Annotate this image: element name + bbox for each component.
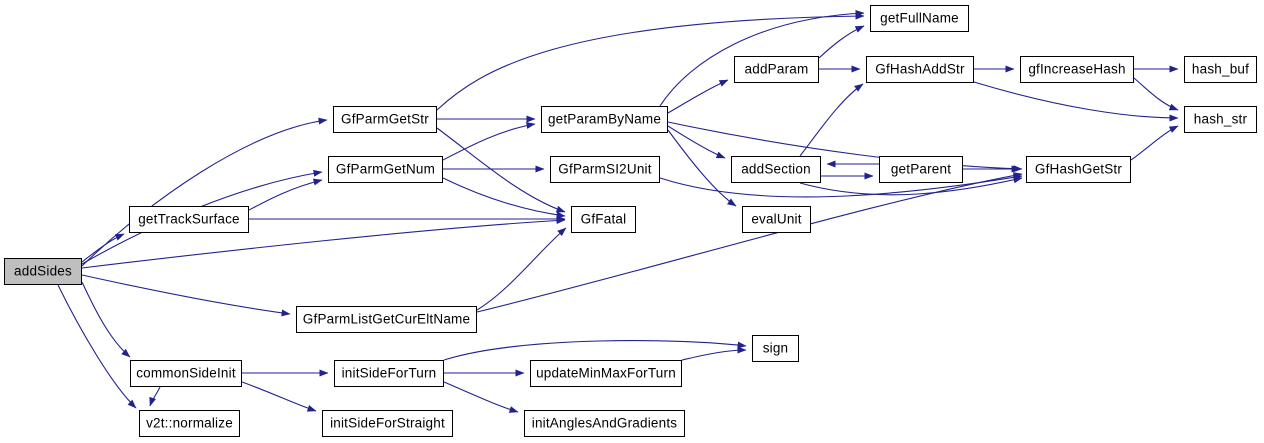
graph-node-label: initSideForTurn <box>341 365 437 381</box>
graph-node-getParent[interactable]: getParent <box>879 156 963 183</box>
call-edge <box>476 172 1023 313</box>
graph-node-label: getFullName <box>880 10 959 26</box>
call-edge <box>667 129 737 207</box>
graph-node-GfParmListGetCurEltName[interactable]: GfParmListGetCurEltName <box>296 306 477 333</box>
graph-node-label: GfHashGetStr <box>1034 161 1123 177</box>
call-edge <box>57 284 137 409</box>
call-edge <box>1130 125 1179 161</box>
call-edge <box>442 121 536 161</box>
graph-node-label: GfParmSI2Unit <box>558 161 652 177</box>
call-edge <box>81 281 131 358</box>
graph-node-v2tnormalize[interactable]: v2t::normalize <box>139 410 240 437</box>
call-edge <box>81 233 125 263</box>
call-edge <box>973 81 1179 122</box>
graph-node-label: GfParmListGetCurEltName <box>302 311 471 327</box>
graph-node-label: evalUnit <box>751 211 802 227</box>
graph-node-hash_buf[interactable]: hash_buf <box>1184 56 1257 83</box>
graph-node-GfParmGetStr[interactable]: GfParmGetStr <box>333 106 437 133</box>
graph-node-addSection[interactable]: addSection <box>731 156 821 183</box>
graph-node-label: getParent <box>890 161 952 177</box>
call-edge <box>248 178 323 211</box>
graph-node-label: GfFatal <box>580 211 627 227</box>
graph-node-label: initAnglesAndGradients <box>531 415 678 431</box>
graph-node-GfParmSI2Unit[interactable]: GfParmSI2Unit <box>550 156 660 183</box>
graph-node-sign[interactable]: sign <box>752 335 799 362</box>
graph-node-label: getParamByName <box>547 111 662 127</box>
graph-node-label: v2t::normalize <box>146 415 233 431</box>
graph-node-evalUnit[interactable]: evalUnit <box>742 206 811 233</box>
call-edge <box>81 274 291 317</box>
graph-node-label: addSection <box>741 161 811 177</box>
graph-node-hash_str[interactable]: hash_str <box>1184 106 1257 133</box>
call-edge <box>442 177 566 219</box>
graph-node-GfFatal[interactable]: GfFatal <box>571 206 636 233</box>
graph-node-label: GfParmGetNum <box>335 161 436 177</box>
graph-node-commonSideInit[interactable]: commonSideInit <box>130 360 242 387</box>
graph-node-label: sign <box>762 340 789 356</box>
graph-node-initAnglesAndGradients[interactable]: initAnglesAndGradients <box>524 410 685 437</box>
graph-node-label: initSideForStraight <box>330 415 445 431</box>
graph-node-initSideForTurn[interactable]: initSideForTurn <box>334 360 444 387</box>
call-edge <box>476 227 567 311</box>
call-edge <box>667 121 1023 173</box>
call-edge <box>667 79 729 114</box>
call-edge <box>436 127 566 213</box>
graph-node-GfParmGetNum[interactable]: GfParmGetNum <box>328 156 443 183</box>
call-edge <box>443 340 747 361</box>
graph-node-addParam[interactable]: addParam <box>734 56 819 83</box>
graph-node-label: GfParmGetStr <box>341 111 429 127</box>
graph-node-getTrackSurface[interactable]: getTrackSurface <box>129 206 249 233</box>
call-edge <box>659 173 1023 198</box>
graph-node-label: commonSideInit <box>136 365 236 381</box>
call-edge <box>241 381 317 412</box>
graph-node-label: addSides <box>14 263 72 279</box>
call-edge <box>818 25 865 59</box>
graph-node-initSideForStraight[interactable]: initSideForStraight <box>322 410 453 437</box>
graph-node-getParamByName[interactable]: getParamByName <box>541 106 668 133</box>
call-edge <box>681 346 747 361</box>
call-edge <box>149 386 161 407</box>
graph-node-GfHashGetStr[interactable]: GfHashGetStr <box>1026 156 1131 183</box>
graph-node-label: hash_buf <box>1191 61 1250 77</box>
graph-node-addSides[interactable]: addSides <box>4 258 82 285</box>
call-edge <box>667 125 726 159</box>
graph-node-label: GfHashAddStr <box>875 61 965 77</box>
call-edge <box>443 381 519 413</box>
graph-node-label: updateMinMaxForTurn <box>536 365 676 381</box>
graph-node-label: addParam <box>744 61 809 77</box>
graph-node-label: gfIncreaseHash <box>1028 61 1126 77</box>
graph-node-gfIncreaseHash[interactable]: gfIncreaseHash <box>1020 56 1134 83</box>
graph-node-updateMinMaxForTurn[interactable]: updateMinMaxForTurn <box>530 360 682 387</box>
call-edge <box>1133 77 1179 111</box>
call-edge <box>81 117 328 267</box>
graph-node-label: hash_str <box>1193 111 1248 127</box>
graph-node-getFullName[interactable]: getFullName <box>870 5 969 32</box>
graph-node-label: getTrackSurface <box>138 211 240 227</box>
call-edge <box>799 83 864 157</box>
graph-node-GfHashAddStr[interactable]: GfHashAddStr <box>866 56 974 83</box>
